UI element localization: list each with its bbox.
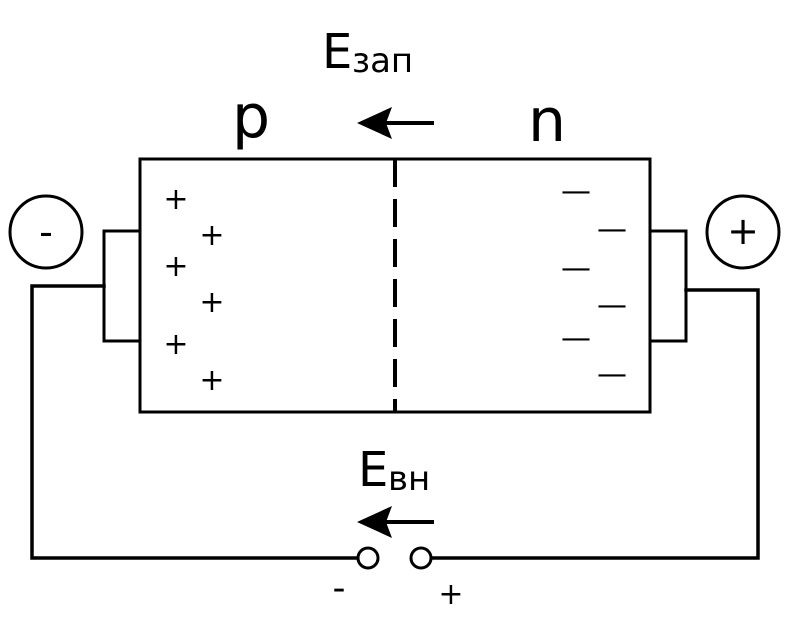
right-wire [431, 288, 760, 560]
field-bottom-arrow [357, 506, 434, 538]
p-charge: + [199, 363, 224, 398]
p-charge: + [163, 249, 188, 284]
field-bottom-subscript: вн [388, 459, 430, 499]
left-terminal-sign: - [39, 210, 53, 254]
n-charge: — [561, 321, 591, 356]
source-plus-sign: + [438, 577, 463, 612]
source-plus-terminal [409, 546, 433, 570]
p-charge: + [163, 327, 188, 362]
p-region-charges: + + + + + + [163, 182, 224, 398]
right-terminal-sign: + [727, 209, 759, 253]
left-contact [102, 229, 142, 343]
n-charge: — [597, 212, 627, 247]
n-charge: — [561, 174, 591, 209]
n-region-label: n [528, 86, 566, 156]
right-contact [648, 229, 688, 343]
p-charge: + [199, 285, 224, 320]
field-top-letter: E [322, 24, 352, 80]
field-top-arrow [357, 107, 434, 139]
n-charge: — [561, 251, 591, 286]
p-charge: + [199, 218, 224, 253]
p-charge: + [163, 182, 188, 217]
p-region-label: p [232, 82, 270, 152]
field-top-subscript: зап [352, 41, 413, 81]
n-region-charges: — — — — — — [561, 174, 627, 392]
left-wire [30, 284, 359, 560]
left-terminal [8, 194, 84, 270]
right-terminal [705, 194, 781, 270]
field-bottom-letter: E [358, 442, 388, 498]
source-minus-terminal [356, 546, 380, 570]
n-charge: — [597, 288, 627, 323]
source-minus-sign: - [333, 568, 346, 609]
n-charge: — [597, 357, 627, 392]
